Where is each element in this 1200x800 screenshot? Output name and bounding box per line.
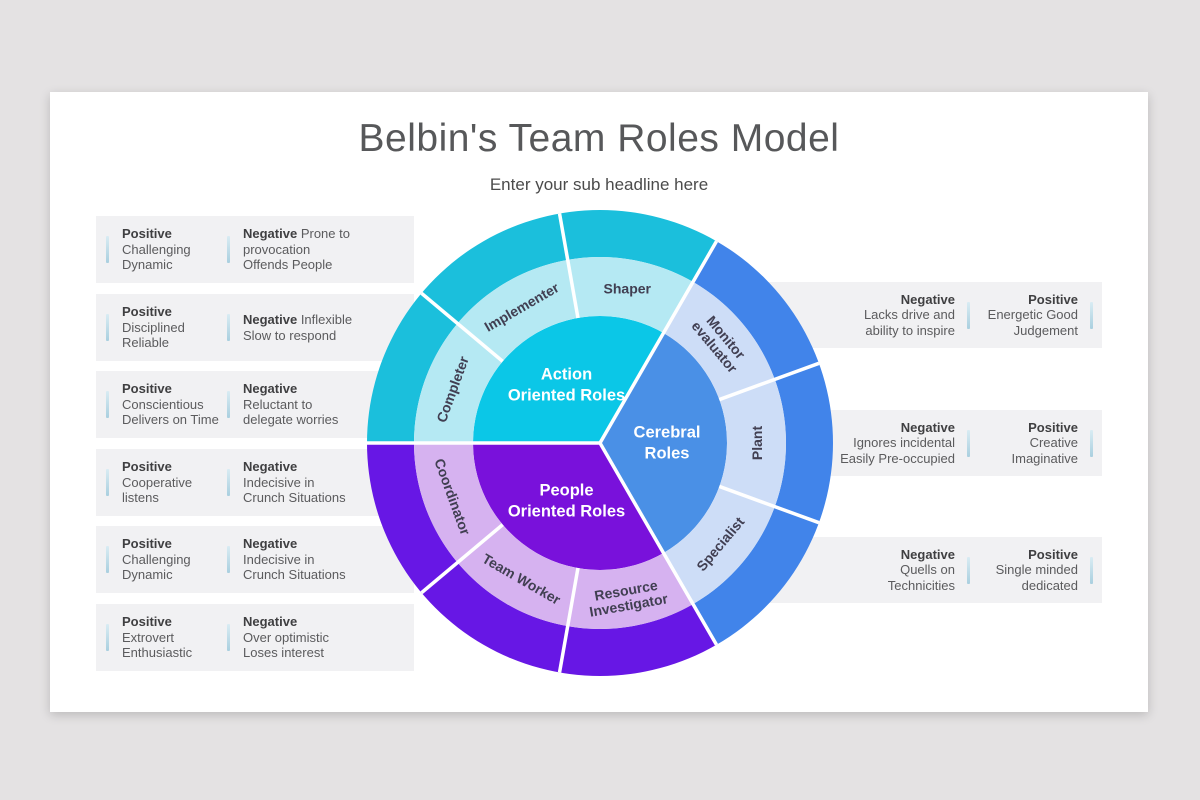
trait-text: Positive Extrovert Enthusiastic — [122, 614, 193, 661]
page-subtitle: Enter your sub headline here — [489, 175, 709, 194]
label-role-shaper: Shaper — [604, 280, 652, 296]
trait-cell: Negative Indecisive in Crunch Situations — [227, 536, 346, 583]
segment-role-completer — [414, 323, 503, 443]
trait-text: Positive Challenging Dynamic — [122, 536, 191, 583]
accent-bar — [106, 391, 109, 418]
role-divider — [420, 523, 504, 595]
segment-role-shaper — [567, 257, 693, 334]
accent-bar — [1090, 429, 1093, 457]
trait-cell: Negative Indecisive in Crunch Situations — [227, 459, 346, 506]
accent-bar — [227, 314, 230, 341]
trait-cell: Negative Inflexible Slow to respond — [227, 312, 352, 343]
trait-cell: Negative Lacks drive and ability to insp… — [765, 292, 970, 339]
slide-header: Belbin's Team Roles Model Enter your sub… — [50, 116, 1148, 195]
role-divider — [557, 567, 580, 673]
trait-row: Positive Conscientious Delivers on Time … — [96, 371, 414, 438]
trait-text: Negative Reluctant to delegate worries — [243, 381, 339, 428]
trait-text: Positive Cooperative listens — [122, 459, 193, 506]
trait-text: Positive Energetic Good Judgement — [987, 291, 1078, 338]
trait-text: Negative Ignores incidental Easily Pre-o… — [840, 419, 955, 466]
trait-cell: Positive Challenging Dynamic — [106, 536, 227, 583]
accent-bar — [106, 314, 109, 341]
trait-text: Positive Challenging Dynamic — [122, 226, 191, 273]
trait-text: Positive Creative Imaginative — [1011, 419, 1078, 466]
trait-cell: Negative Over optimistic Loses interest — [227, 614, 329, 661]
accent-bar — [227, 469, 230, 496]
trait-text: Positive Single minded dedicated — [995, 546, 1078, 593]
accent-bar — [106, 546, 109, 573]
trait-cell: Positive Extrovert Enthusiastic — [106, 614, 227, 661]
segment-role-resource-investigator — [567, 552, 693, 629]
accent-bar — [967, 301, 970, 329]
trait-cell: Negative Prone to provocation Offends Pe… — [227, 226, 350, 273]
accent-bar — [1090, 556, 1093, 584]
accent-bar — [1090, 301, 1093, 329]
role-divider — [718, 484, 820, 525]
trait-cell: Negative Reluctant to delegate worries — [227, 381, 338, 428]
trait-text: Negative Indecisive in Crunch Situations — [243, 536, 346, 583]
trait-row: Negative Quells on Technicities Positive… — [765, 537, 1102, 603]
segment-role-plant — [719, 379, 786, 507]
segment-cerebral-outer-ring — [693, 241, 833, 645]
accent-bar — [967, 556, 970, 584]
trait-row: Positive Disciplined Reliable Negative I… — [96, 294, 414, 361]
trait-cell: Positive Creative Imaginative — [970, 420, 1093, 467]
trait-text: Negative Over optimistic Loses interest — [243, 614, 329, 661]
trait-text: Negative Prone to provocation Offends Pe… — [243, 226, 350, 273]
trait-cell: Positive Single minded dedicated — [970, 547, 1093, 594]
trait-cell: Negative Ignores incidental Easily Pre-o… — [765, 420, 970, 467]
trait-row: Positive Extrovert Enthusiastic Negative… — [96, 604, 414, 671]
role-divider — [718, 361, 820, 402]
trait-cell: Positive Challenging Dynamic — [106, 226, 227, 273]
segment-action-inner — [473, 315, 664, 443]
trait-cell: Positive Conscientious Delivers on Time — [106, 381, 227, 428]
trait-cell: Negative Quells on Technicities — [765, 547, 970, 594]
trait-text: Negative Quells on Technicities — [887, 546, 955, 593]
accent-bar — [227, 624, 230, 651]
segment-role-monitor-evaluator — [663, 281, 775, 400]
trait-text: Positive Conscientious Delivers on Time — [122, 381, 219, 428]
group-divider — [598, 442, 719, 646]
trait-text: Negative Indecisive in Crunch Situations — [243, 459, 346, 506]
segment-role-team-worker — [457, 524, 578, 627]
page-title: Belbin's Team Roles Model — [358, 117, 840, 160]
accent-bar — [106, 624, 109, 651]
trait-text: Negative Lacks drive and ability to insp… — [863, 291, 955, 338]
slide-canvas: Belbin's Team Roles Model Enter your sub… — [50, 92, 1148, 712]
trait-text: Negative Inflexible Slow to respond — [243, 312, 353, 343]
trait-row: Positive Challenging Dynamic Negative In… — [96, 526, 414, 593]
accent-bar — [227, 391, 230, 418]
trait-row: Negative Lacks drive and ability to insp… — [765, 282, 1102, 348]
trait-row: Positive Challenging Dynamic Negative Pr… — [96, 216, 414, 283]
trait-row: Positive Cooperative listens Negative In… — [96, 449, 414, 516]
trait-cell: Positive Energetic Good Judgement — [970, 292, 1093, 339]
group-divider — [598, 240, 719, 444]
trait-text: Positive Disciplined Reliable — [122, 304, 185, 351]
role-divider — [557, 213, 580, 319]
segment-role-coordinator — [414, 443, 503, 563]
accent-bar — [227, 546, 230, 573]
segment-people-outer-ring — [367, 443, 717, 676]
accent-bar — [106, 469, 109, 496]
accent-bar — [967, 429, 970, 457]
segment-role-implementer — [457, 259, 578, 362]
label-role-plant: Plant — [749, 426, 765, 461]
segment-people-inner — [473, 443, 664, 571]
segment-action-outer-ring — [367, 210, 717, 443]
accent-bar — [106, 236, 109, 263]
accent-bar — [227, 236, 230, 263]
trait-cell: Positive Cooperative listens — [106, 459, 227, 506]
segment-role-specialist — [663, 486, 775, 605]
trait-cell: Positive Disciplined Reliable — [106, 304, 227, 351]
role-divider — [420, 291, 504, 363]
